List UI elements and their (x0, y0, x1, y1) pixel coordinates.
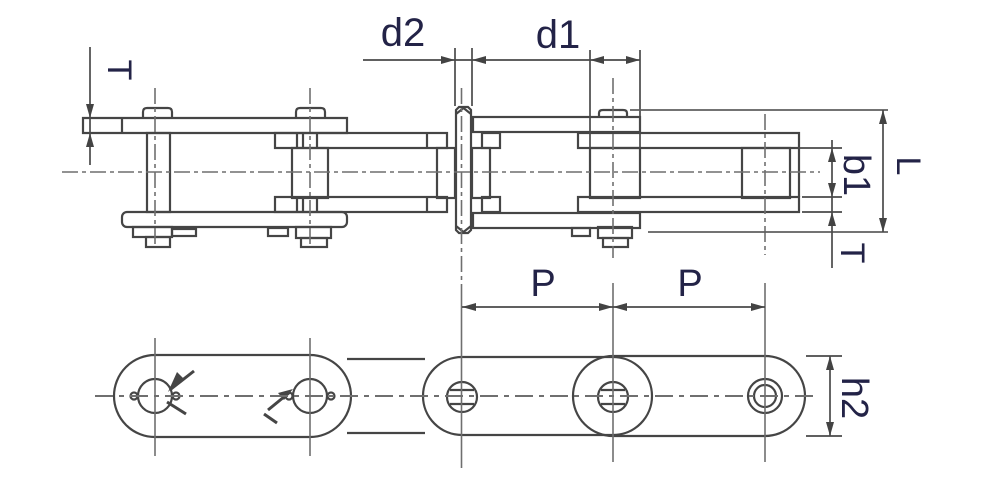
rivet-details (131, 225, 634, 249)
plan-view-centerlines (95, 283, 815, 468)
label-plate-height-h2: h2 (833, 377, 875, 419)
cotter-pin-ends (166, 369, 293, 425)
side-view (81, 105, 801, 249)
dimension-arrowheads (86, 56, 887, 436)
dimension-pin-length (630, 109, 888, 233)
label-pin-diameter-d2: d2 (381, 11, 426, 55)
label-plate-thickness-right: T (833, 243, 871, 264)
label-pitch-2: P (677, 263, 702, 305)
label-pitch-1: P (530, 263, 555, 305)
label-roller-diameter-d1: d1 (536, 13, 581, 57)
right-link-plates (576, 131, 801, 214)
label-thickness-left: T (100, 60, 138, 81)
dimension-lines (89, 47, 888, 437)
label-pin-length-L: L (889, 157, 927, 176)
side-view-centerlines (62, 78, 820, 285)
inner-link-plates (273, 131, 449, 214)
label-inner-width-b1: b1 (835, 154, 877, 196)
long-pin (454, 105, 473, 235)
